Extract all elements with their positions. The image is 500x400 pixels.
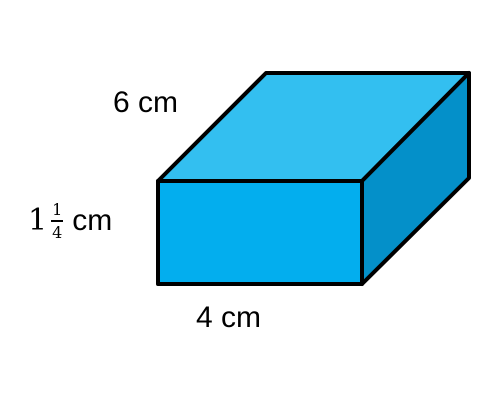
fraction-numerator: 1 — [52, 200, 63, 219]
height-unit: cm — [72, 204, 113, 238]
width-label: 4 cm — [196, 301, 262, 334]
prism-front-face — [156, 179, 364, 286]
height-fraction: 1 4 — [50, 202, 64, 241]
depth-label: 6 cm — [113, 86, 179, 119]
fraction-bar — [51, 220, 64, 222]
height-label: 1 1 4 cm — [28, 202, 112, 241]
fraction-denominator: 4 — [52, 222, 63, 242]
height-whole-number: 1 — [28, 203, 48, 239]
